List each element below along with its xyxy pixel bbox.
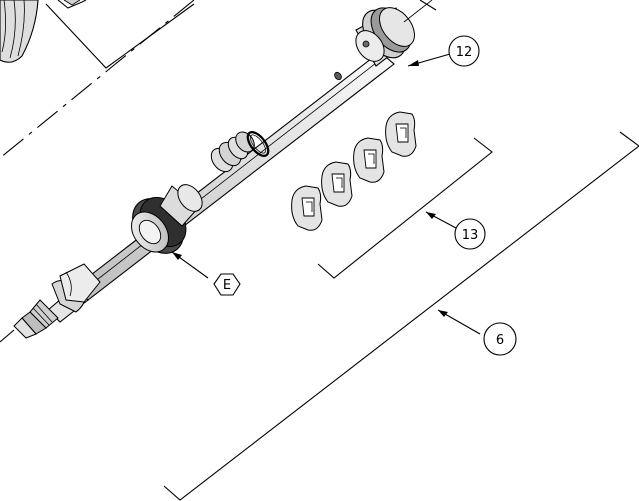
part-13-clips xyxy=(291,111,417,231)
leader-E xyxy=(171,251,209,279)
shaft-assembly xyxy=(0,0,433,343)
o-ring xyxy=(246,131,270,157)
callout-12: 12 xyxy=(448,35,480,67)
clip xyxy=(353,137,385,183)
bracket-6 xyxy=(163,131,639,501)
callout-E: E xyxy=(213,273,241,296)
top-right-bracket xyxy=(419,0,437,11)
part-12-fitting xyxy=(355,0,433,67)
upper-bracket-line xyxy=(45,3,195,69)
bracket-13 xyxy=(317,137,493,279)
callout-13-label: 13 xyxy=(462,228,479,243)
leader-12 xyxy=(407,53,451,67)
leader-6 xyxy=(437,309,481,335)
clip xyxy=(291,185,323,231)
callout-6: 6 xyxy=(483,322,517,356)
clip xyxy=(385,111,417,157)
top-left-partial-part xyxy=(0,0,87,63)
clip xyxy=(321,161,353,207)
callout-6-label: 6 xyxy=(496,333,504,348)
leader-13 xyxy=(425,211,457,229)
callout-12-label: 12 xyxy=(456,45,473,60)
callout-E-label: E xyxy=(223,278,231,293)
bellows xyxy=(210,131,255,173)
callout-13: 13 xyxy=(454,218,486,250)
